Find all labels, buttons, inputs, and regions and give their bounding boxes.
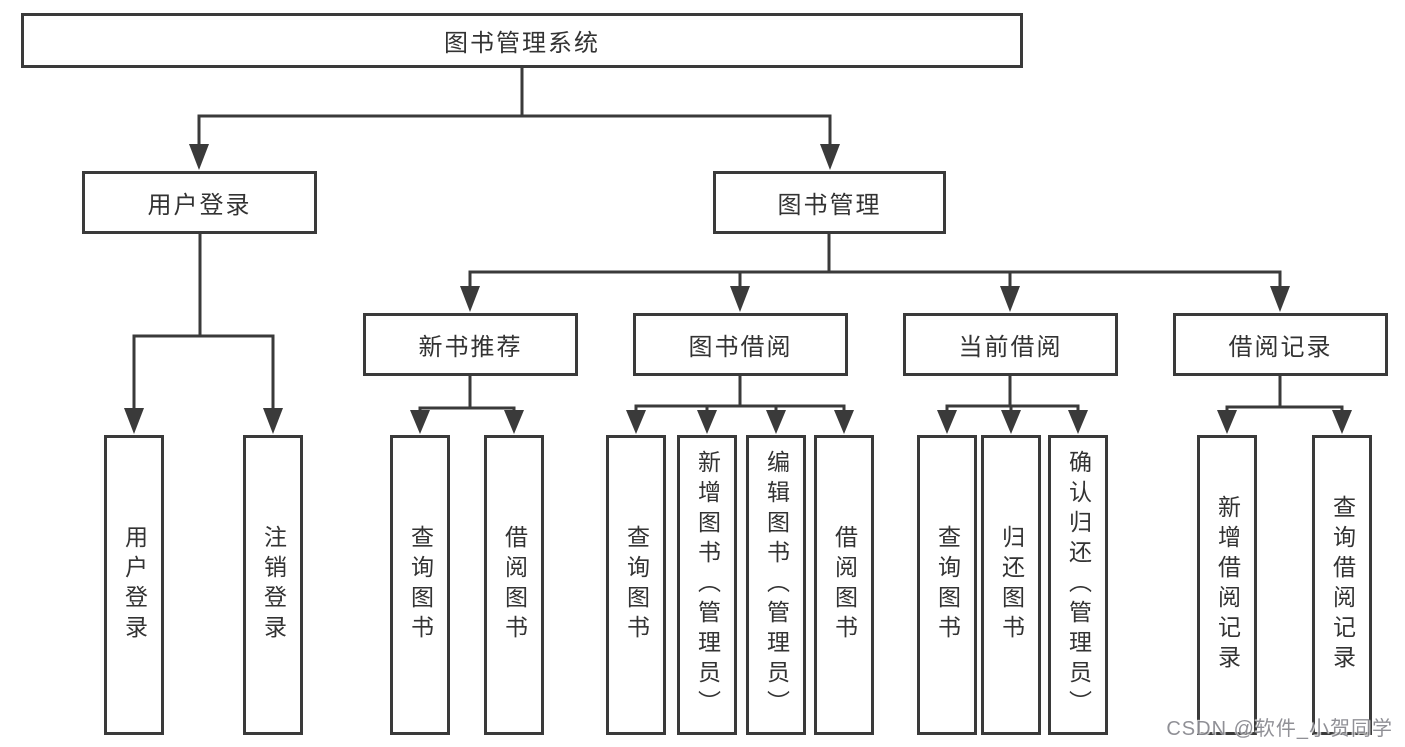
node-current-borrowing: 当前借阅: [903, 313, 1118, 376]
leaf-label: 新增借阅记录: [1214, 495, 1241, 675]
node-root-library-system: 图书管理系统: [21, 13, 1023, 68]
leaf-add-borrow-record: 新增借阅记录: [1197, 435, 1257, 735]
arrow-down-icon: [626, 410, 646, 434]
leaf-label: 注销登录: [260, 525, 287, 645]
node-label: 新书推荐: [418, 334, 523, 361]
arrow-down-icon: [124, 408, 144, 434]
arrowheads: [124, 144, 1352, 434]
connector-user-login-children: [132, 232, 275, 412]
leaf-label: 查询借阅记录: [1329, 495, 1356, 675]
arrow-down-icon: [766, 410, 786, 434]
arrow-down-icon: [460, 286, 480, 312]
node-book-borrowing: 图书借阅: [633, 313, 848, 376]
arrow-down-icon: [937, 410, 957, 434]
connector-borrow-records-children: [1225, 374, 1344, 413]
node-user-login: 用户登录: [82, 171, 317, 234]
node-label: 图书管理系统: [444, 30, 600, 57]
leaf-return-books: 归还图书: [981, 435, 1041, 735]
leaf-query-books-current: 查询图书: [917, 435, 977, 735]
node-label: 借阅记录: [1228, 334, 1333, 361]
leaf-query-books-borrowing: 查询图书: [606, 435, 666, 735]
arrow-down-icon: [1217, 410, 1237, 434]
arrow-down-icon: [697, 410, 717, 434]
leaf-label: 查询图书: [407, 525, 434, 645]
leaf-label: 新增图书（管理员）: [694, 450, 721, 720]
node-label: 图书借阅: [688, 334, 793, 361]
arrow-down-icon: [504, 410, 524, 434]
leaf-label: 编辑图书（管理员）: [763, 450, 790, 720]
leaf-label: 借阅图书: [501, 525, 528, 645]
leaf-label: 确认归还（管理员）: [1065, 450, 1092, 720]
arrow-down-icon: [1270, 286, 1290, 312]
node-label: 当前借阅: [958, 334, 1063, 361]
leaf-borrow-books: 借阅图书: [814, 435, 874, 735]
csdn-watermark: CSDN @软件_小贺同学: [1166, 718, 1393, 740]
leaf-add-books-admin: 新增图书（管理员）: [677, 435, 737, 735]
arrow-down-icon: [1000, 286, 1020, 312]
arrow-down-icon: [820, 144, 840, 170]
leaf-query-borrow-record: 查询借阅记录: [1312, 435, 1372, 735]
arrow-down-icon: [189, 144, 209, 170]
arrow-down-icon: [263, 408, 283, 434]
leaf-label: 归还图书: [998, 525, 1025, 645]
leaf-confirm-return-admin: 确认归还（管理员）: [1048, 435, 1108, 735]
node-label: 图书管理: [777, 192, 882, 219]
arrow-down-icon: [834, 410, 854, 434]
arrow-down-icon: [410, 410, 430, 434]
node-borrow-records: 借阅记录: [1173, 313, 1388, 376]
connector-new-book-recommend-children: [418, 374, 516, 414]
node-new-book-recommend: 新书推荐: [363, 313, 578, 376]
connector-root-to-level1: [197, 66, 832, 148]
arrow-down-icon: [1001, 410, 1021, 434]
leaf-label: 用户登录: [121, 525, 148, 645]
node-book-management: 图书管理: [713, 171, 946, 234]
connector-book-management-children: [468, 232, 1282, 290]
leaf-label: 查询图书: [934, 525, 961, 645]
leaf-borrow-books-recommend: 借阅图书: [484, 435, 544, 735]
connector-book-borrowing-children: [634, 374, 846, 412]
node-label: 用户登录: [147, 192, 252, 219]
connector-current-borrowing-children: [945, 374, 1080, 412]
leaf-query-books-recommend: 查询图书: [390, 435, 450, 735]
arrow-down-icon: [730, 286, 750, 312]
leaf-label: 借阅图书: [831, 525, 858, 645]
arrow-down-icon: [1332, 410, 1352, 434]
leaf-user-login: 用户登录: [104, 435, 164, 735]
leaf-logout: 注销登录: [243, 435, 303, 735]
leaf-label: 查询图书: [623, 525, 650, 645]
arrow-down-icon: [1068, 410, 1088, 434]
leaf-edit-books-admin: 编辑图书（管理员）: [746, 435, 806, 735]
